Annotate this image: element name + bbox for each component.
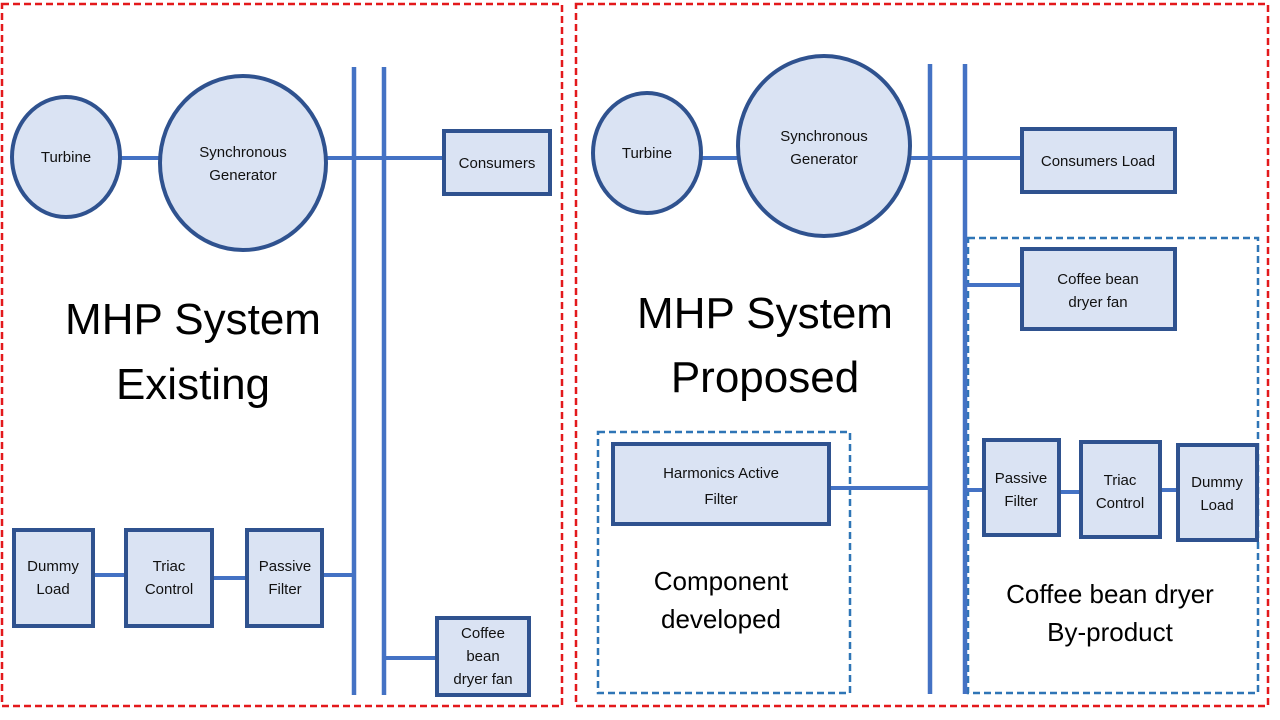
proposed-triac-label-1: Triac — [1104, 472, 1137, 489]
existing-passive-filter: Passive Filter — [245, 528, 324, 628]
active-filter-label-1: Harmonics Active — [663, 465, 779, 482]
byproduct-group-label-1: Coffee bean dryer — [1006, 579, 1214, 609]
existing-title-line-2: Existing — [116, 360, 270, 409]
existing-synchronous-generator: Synchronous Generator — [158, 74, 328, 252]
existing-passive-label-1: Passive — [259, 558, 312, 575]
existing-generator-label-1: Synchronous — [199, 144, 287, 161]
proposed-consumers-load: Consumers Load — [1020, 127, 1177, 194]
proposed-passive-label-2: Filter — [1004, 493, 1037, 510]
proposed-triac-control: Triac Control — [1079, 440, 1162, 539]
proposed-panel: Turbine Synchronous Generator Consumers … — [574, 2, 1270, 708]
harmonics-active-filter: Harmonics Active Filter — [611, 442, 831, 526]
active-filter-label-2: Filter — [704, 491, 737, 508]
proposed-dummy-load-label-2: Load — [1200, 497, 1233, 514]
component-developed-label-2: developed — [661, 604, 781, 634]
existing-title-line-1: MHP System — [65, 295, 321, 344]
proposed-generator-label-1: Synchronous — [780, 128, 868, 145]
proposed-turbine-label: Turbine — [622, 145, 672, 162]
existing-panel: Turbine Synchronous Generator Consumers … — [0, 2, 564, 708]
proposed-synchronous-generator: Synchronous Generator — [736, 54, 912, 238]
proposed-triac-label-2: Control — [1096, 495, 1144, 512]
existing-consumers-label: Consumers — [459, 155, 536, 172]
proposed-dummy-load-label-1: Dummy — [1191, 474, 1243, 491]
proposed-consumers-label: Consumers Load — [1041, 153, 1155, 170]
existing-dummy-load-label-1: Dummy — [27, 558, 79, 575]
proposed-dummy-load: Dummy Load — [1176, 443, 1259, 542]
existing-generator-label-2: Generator — [209, 167, 277, 184]
proposed-fan-label-1: Coffee bean — [1057, 271, 1138, 288]
byproduct-group-label-2: By-product — [1047, 617, 1173, 647]
proposed-turbine: Turbine — [591, 91, 703, 215]
proposed-title-line-2: Proposed — [671, 353, 859, 402]
existing-fan-label-2: bean — [466, 648, 499, 665]
existing-passive-label-2: Filter — [268, 581, 301, 598]
existing-dummy-load: Dummy Load — [12, 528, 95, 628]
existing-coffee-bean-dryer-fan: Coffee bean dryer fan — [435, 616, 531, 697]
proposed-frame — [574, 2, 1270, 708]
existing-dummy-load-label-2: Load — [36, 581, 69, 598]
existing-fan-label-3: dryer fan — [453, 671, 512, 688]
proposed-fan-label-2: dryer fan — [1068, 294, 1127, 311]
proposed-coffee-bean-dryer-fan: Coffee bean dryer fan — [1020, 247, 1177, 331]
existing-triac-label-1: Triac — [153, 558, 186, 575]
existing-frame — [0, 2, 564, 708]
existing-triac-label-2: Control — [145, 581, 193, 598]
existing-consumers: Consumers — [442, 129, 552, 196]
existing-fan-label-1: Coffee — [461, 625, 505, 642]
existing-turbine: Turbine — [10, 95, 122, 219]
proposed-generator-label-2: Generator — [790, 151, 858, 168]
proposed-passive-label-1: Passive — [995, 470, 1048, 487]
existing-turbine-label: Turbine — [41, 149, 91, 166]
component-developed-label-1: Component — [654, 566, 789, 596]
proposed-passive-filter: Passive Filter — [982, 438, 1061, 537]
proposed-title-line-1: MHP System — [637, 289, 893, 338]
component-developed-group-frame — [596, 430, 852, 695]
existing-triac-control: Triac Control — [124, 528, 214, 628]
